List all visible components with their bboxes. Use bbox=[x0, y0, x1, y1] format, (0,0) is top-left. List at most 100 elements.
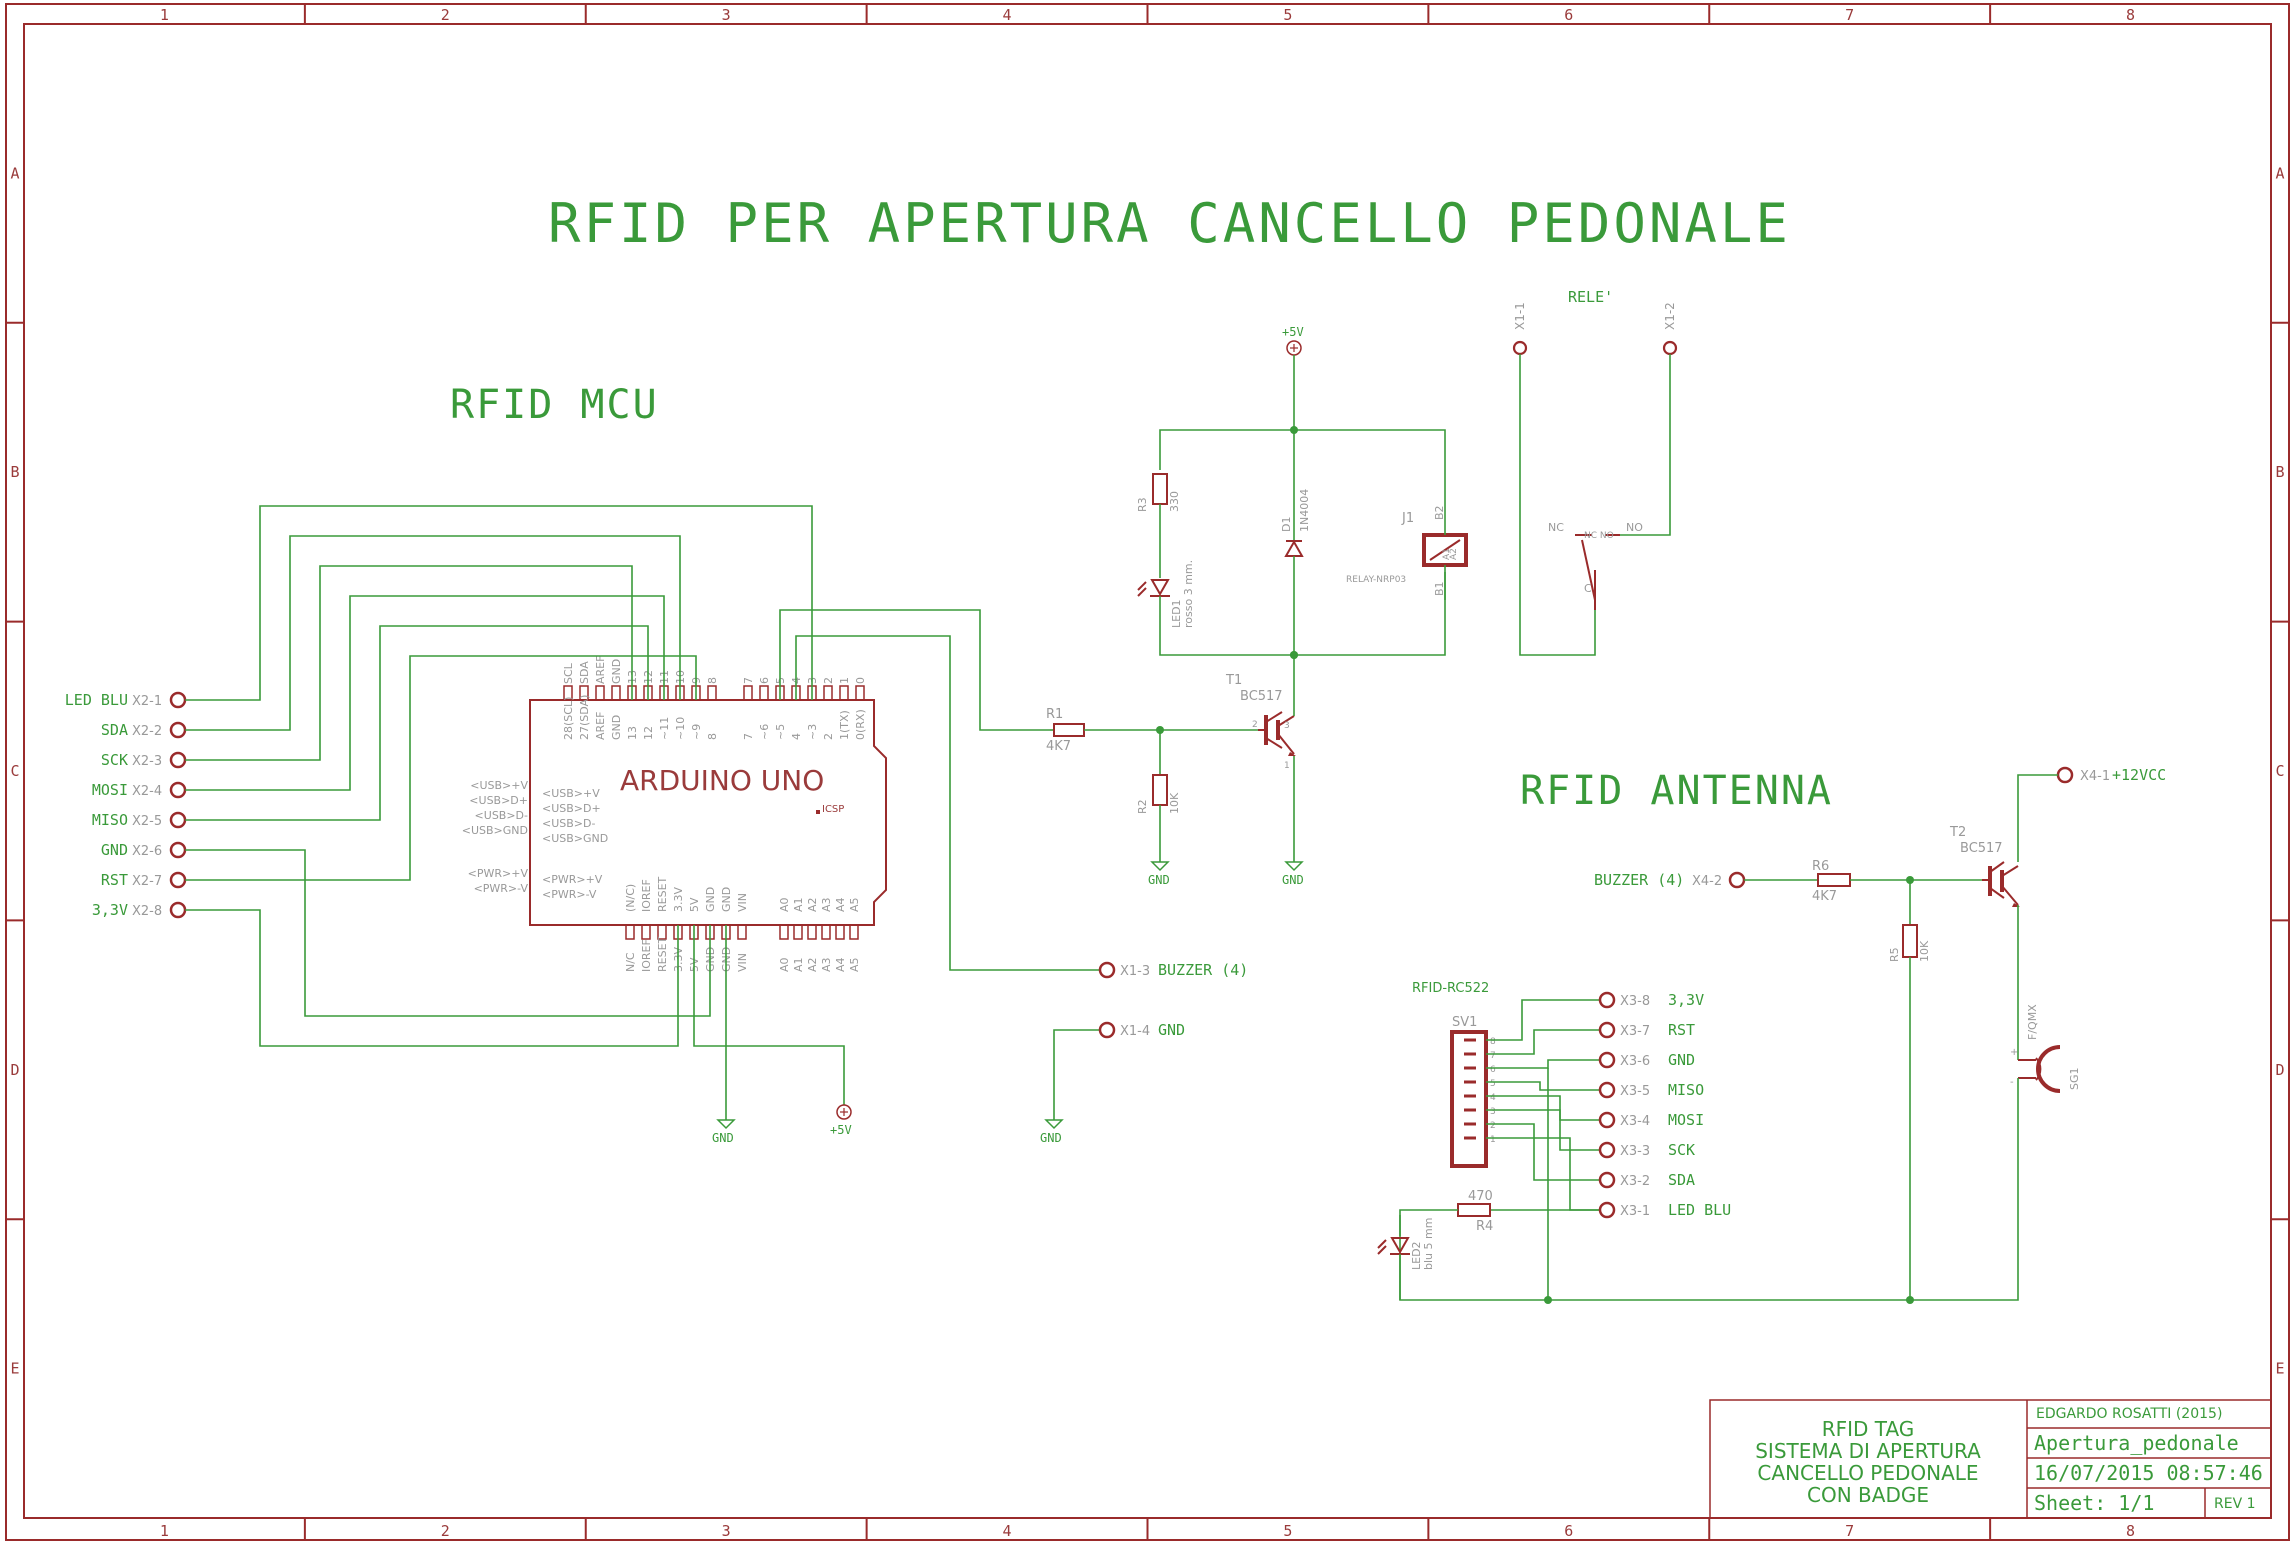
title-block: RFID TAG SISTEMA DI APERTURA CANCELLO PE… bbox=[1709, 1399, 2272, 1519]
icsp-label: ICSP bbox=[822, 804, 844, 815]
frame-row-label: C bbox=[10, 762, 19, 780]
svg-text:GND: GND bbox=[1040, 1131, 1062, 1145]
x2-pin-circle bbox=[169, 691, 187, 709]
svg-text:LED2: LED2 bbox=[1410, 1241, 1423, 1270]
arduino-pwr-outer-label: <PWR>-V bbox=[474, 882, 529, 895]
arduino-bottom-outer-label: A3 bbox=[820, 957, 833, 972]
svg-text:X1-2: X1-2 bbox=[1663, 302, 1677, 330]
arduino-top-inner-label: ~9 bbox=[690, 724, 703, 740]
arduino-bottom-inner-label: 5V bbox=[688, 897, 701, 912]
x3-signal-label: 3,3V bbox=[1668, 991, 1704, 1009]
arduino-top-inner-label: ~10 bbox=[674, 717, 687, 740]
x2-pin-circle bbox=[169, 721, 187, 739]
x2-pin-label: X2-2 bbox=[132, 724, 162, 739]
svg-text:R6: R6 bbox=[1812, 859, 1829, 874]
svg-text:BC517: BC517 bbox=[1960, 841, 2003, 856]
x2-pin-circle bbox=[169, 811, 187, 829]
svg-text:SG1: SG1 bbox=[2068, 1067, 2081, 1090]
arduino-top-inner-label: 27(SDA) bbox=[578, 695, 591, 740]
svg-text:2: 2 bbox=[1252, 720, 1258, 730]
arduino-bottom-inner-label: 3.3V bbox=[672, 887, 685, 912]
x3-signal-label: SDA bbox=[1668, 1171, 1695, 1189]
frame-row-label: B bbox=[2275, 463, 2284, 481]
sv1-pin-number: 8 bbox=[1490, 1037, 1496, 1047]
x2-signal-label: 3,3V bbox=[92, 901, 128, 919]
x3-signal-label: LED BLU bbox=[1668, 1201, 1731, 1219]
svg-text:A1: A1 bbox=[1442, 548, 1452, 560]
x2-signal-label: MOSI bbox=[92, 781, 128, 799]
x3-pin-label: X3-7 bbox=[1620, 1024, 1650, 1039]
frame-col-label: 3 bbox=[722, 1522, 731, 1540]
arduino-top-inner-label: 12 bbox=[642, 726, 655, 740]
svg-text:R3: R3 bbox=[1136, 497, 1149, 512]
svg-text:GND: GND bbox=[712, 1131, 734, 1145]
arduino-usb-inner-label: <USB>+V bbox=[542, 787, 600, 800]
svg-text:BC517: BC517 bbox=[1240, 689, 1283, 704]
plus5v-symbol-mcu: +5V bbox=[830, 1104, 852, 1137]
frame-col-label: 5 bbox=[1283, 1522, 1292, 1540]
x3-pin-circle bbox=[1598, 1201, 1616, 1219]
frame-row-label: D bbox=[10, 1061, 19, 1079]
frame-row-label: D bbox=[2275, 1061, 2284, 1079]
sv1-wire bbox=[1486, 1081, 1600, 1091]
x2-pin-label: X2-7 bbox=[132, 874, 162, 889]
arduino-bottom-inner-label: IOREF bbox=[640, 879, 653, 912]
sv1-pin-number: 4 bbox=[1490, 1093, 1496, 1103]
arduino-top-inner-label: ~5 bbox=[774, 724, 787, 740]
x2-signal-label: GND bbox=[101, 841, 128, 859]
arduino-top-inner-label: ~3 bbox=[806, 724, 819, 740]
arduino-pwr-outer-label: <PWR>+V bbox=[468, 867, 529, 880]
svg-text:BUZZER (4): BUZZER (4) bbox=[1158, 961, 1248, 979]
arduino-usb-inner-label: <USB>D+ bbox=[542, 802, 601, 815]
arduino-top-inner-label: 28(SCL) bbox=[562, 697, 575, 740]
svg-text:+12VCC: +12VCC bbox=[2112, 766, 2166, 784]
arduino-top-inner-label: 1(TX) bbox=[838, 710, 851, 740]
sv1-wire bbox=[1486, 1029, 1600, 1055]
arduino-top-inner-label: 8 bbox=[706, 733, 719, 740]
arduino-bottom-inner-label: A1 bbox=[792, 897, 805, 912]
frame-row-label: C bbox=[2275, 762, 2284, 780]
frame-row-label: A bbox=[10, 164, 19, 182]
x1-connector: X1-3 BUZZER (4) X1-4 GND bbox=[1098, 961, 1248, 1039]
x2-pin-label: X2-8 bbox=[132, 904, 162, 919]
arduino-uno[interactable]: ARDUINO UNO ICSP SCL28(SCL)SDA27(SDA)ARE… bbox=[462, 656, 887, 972]
x2-signal-label: MISO bbox=[92, 811, 128, 829]
sv1-wire bbox=[1486, 1123, 1600, 1181]
svg-text:4K7: 4K7 bbox=[1812, 889, 1837, 904]
x2-pin-circle bbox=[169, 841, 187, 859]
gnd-symbol-mcu: GND bbox=[712, 1119, 736, 1145]
svg-text:-: - bbox=[2010, 1077, 2014, 1088]
arduino-bottom-outer-label: A0 bbox=[778, 957, 791, 972]
svg-text:3: 3 bbox=[1284, 721, 1290, 731]
frame-col-label: 5 bbox=[1283, 6, 1292, 24]
x3-signal-label: SCK bbox=[1668, 1141, 1695, 1159]
svg-text:Sheet: 1/1: Sheet: 1/1 bbox=[2034, 1491, 2154, 1515]
arduino-bottom-inner-label: VIN bbox=[736, 893, 749, 912]
arduino-bottom-outer-label: A5 bbox=[848, 957, 861, 972]
svg-text:T1: T1 bbox=[1225, 673, 1242, 688]
arduino-label: ARDUINO UNO bbox=[620, 764, 824, 797]
svg-text:+5V: +5V bbox=[1282, 325, 1304, 339]
x3-pin-label: X3-4 bbox=[1620, 1114, 1650, 1129]
x2-signal-label: SDA bbox=[101, 721, 128, 739]
svg-text:rosso 3 mm.: rosso 3 mm. bbox=[1182, 560, 1195, 628]
svg-text:LED1: LED1 bbox=[1170, 599, 1183, 628]
x2-signal-label: LED BLU bbox=[65, 691, 128, 709]
svg-text:C: C bbox=[1584, 582, 1592, 595]
x3-pin-label: X3-8 bbox=[1620, 994, 1650, 1009]
arduino-top-pin-label: SDA bbox=[578, 661, 591, 684]
sv1-wire bbox=[1486, 1059, 1600, 1069]
x2-pin-circle bbox=[169, 871, 187, 889]
svg-text:X1-3: X1-3 bbox=[1120, 964, 1150, 979]
svg-text:NC: NC bbox=[1548, 521, 1564, 534]
frame-row-label: E bbox=[2275, 1360, 2284, 1378]
arduino-top-inner-label: 13 bbox=[626, 726, 639, 740]
arduino-top-inner-label: 2 bbox=[822, 733, 835, 740]
frame-row-label: A bbox=[2275, 164, 2284, 182]
arduino-top-inner-label: 7 bbox=[742, 733, 755, 740]
arduino-usb-outer-label: <USB>D+ bbox=[469, 794, 528, 807]
svg-text:+5V: +5V bbox=[830, 1123, 852, 1137]
arduino-top-inner-label: 4 bbox=[790, 733, 803, 740]
